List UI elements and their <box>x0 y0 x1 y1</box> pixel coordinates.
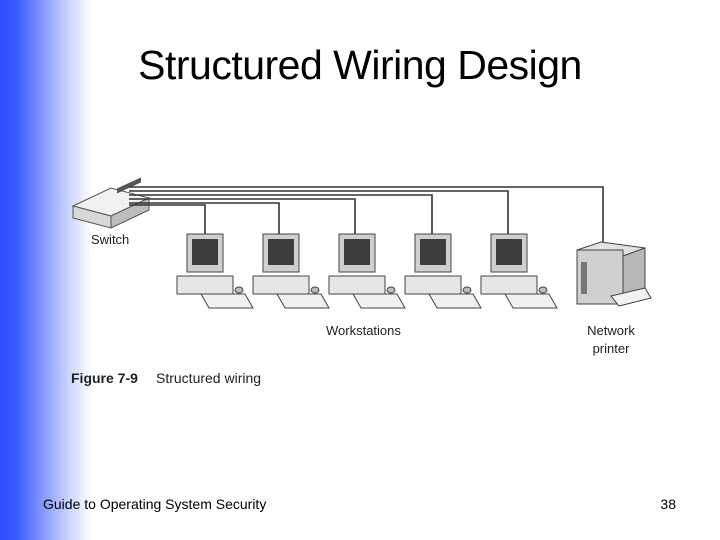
figure-caption: Structured wiring <box>156 370 261 386</box>
wiring-diagram: Switch <box>71 177 652 386</box>
side-gradient-bar <box>0 0 92 540</box>
wiring-figure: Switch <box>71 172 661 402</box>
workstation-5 <box>480 233 558 309</box>
network-cables <box>129 186 604 260</box>
workstation-4 <box>404 233 482 309</box>
switch-label: Switch <box>91 232 129 247</box>
page-number: 38 <box>660 496 676 512</box>
footer-course-title: Guide to Operating System Security <box>43 496 267 512</box>
printer-label-line2: printer <box>593 341 631 356</box>
slide-title: Structured Wiring Design <box>138 42 582 88</box>
workstation-3 <box>328 233 406 309</box>
workstation-2 <box>252 233 330 309</box>
workstations-label: Workstations <box>326 323 401 338</box>
printer-icon <box>576 241 652 307</box>
workstation-1 <box>176 233 254 309</box>
printer-label-line1: Network <box>587 323 635 338</box>
figure-number: Figure 7-9 <box>71 370 138 386</box>
